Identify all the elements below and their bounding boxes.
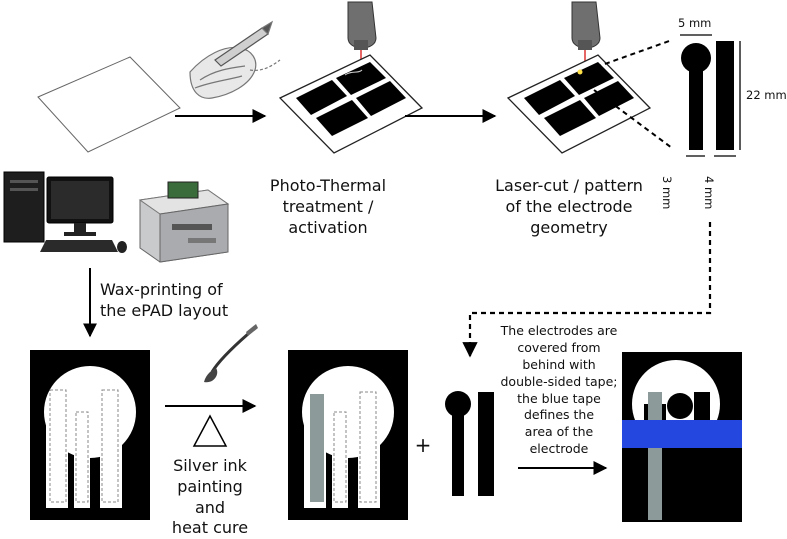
plus-sign: +	[414, 433, 432, 457]
dim-width-right: 4 mm	[702, 176, 716, 210]
label-line: double-sided tape;	[500, 373, 618, 389]
label-line: defines the	[523, 407, 595, 423]
label-tape-note: The electrodes are covered from behind w…	[498, 323, 620, 458]
computer-icon	[3, 171, 127, 253]
label-line: treatment /	[282, 196, 374, 216]
laser-head-icon	[571, 1, 601, 62]
printer-icon	[138, 181, 230, 263]
electrode-geometry	[680, 34, 741, 157]
label-line: Wax-printing of	[100, 280, 223, 299]
photothermal-paper	[278, 54, 424, 154]
label-line: Laser-cut / pattern	[495, 176, 643, 195]
label-line: geometry	[530, 217, 608, 237]
hand-pencil-icon	[189, 20, 281, 99]
label-wax-printing: Wax-printing of the ePAD layout	[100, 280, 250, 322]
label-line: activation	[288, 217, 368, 237]
zoom-line	[587, 39, 673, 71]
paintbrush-icon	[204, 324, 258, 383]
cut-electrodes	[445, 391, 494, 496]
dashed-connector	[462, 222, 712, 358]
label-line: painting and	[177, 476, 243, 517]
epad-wax-printed	[30, 350, 150, 520]
label-line: area of the	[524, 424, 594, 440]
label-silver-ink: Silver ink painting and heat cure	[160, 456, 260, 539]
label-line: covered from	[517, 339, 601, 355]
label-line: of the electrode	[505, 196, 633, 216]
diagram-graphics	[3, 1, 742, 522]
epad-final	[622, 352, 742, 522]
label-line: the blue tape	[517, 390, 601, 406]
dim-height: 22 mm	[746, 88, 787, 102]
epad-silver-ink	[288, 350, 408, 520]
label-lasercut: Laser-cut / pattern of the electrode geo…	[484, 176, 654, 238]
label-line: The electrodes are	[500, 323, 618, 338]
diagram-stage: Photo-Thermal treatment / activation Las…	[3, 1, 787, 537]
dim-width-left: 3 mm	[660, 176, 674, 210]
dim-width-top: 5 mm	[678, 16, 712, 30]
heat-triangle-icon	[192, 414, 228, 447]
label-photothermal: Photo-Thermal treatment / activation	[262, 176, 394, 238]
label-line: the ePAD layout	[100, 300, 229, 320]
label-line: behind with	[522, 356, 596, 372]
blank-paper	[37, 56, 181, 153]
label-line: heat cure	[171, 518, 249, 538]
lasercut-paper	[506, 54, 652, 154]
label-line: electrode	[529, 441, 589, 457]
laser-head-icon	[347, 1, 377, 62]
label-line: Photo-Thermal	[269, 176, 387, 195]
label-line: Silver ink	[173, 456, 247, 475]
zoom-line	[593, 89, 673, 149]
